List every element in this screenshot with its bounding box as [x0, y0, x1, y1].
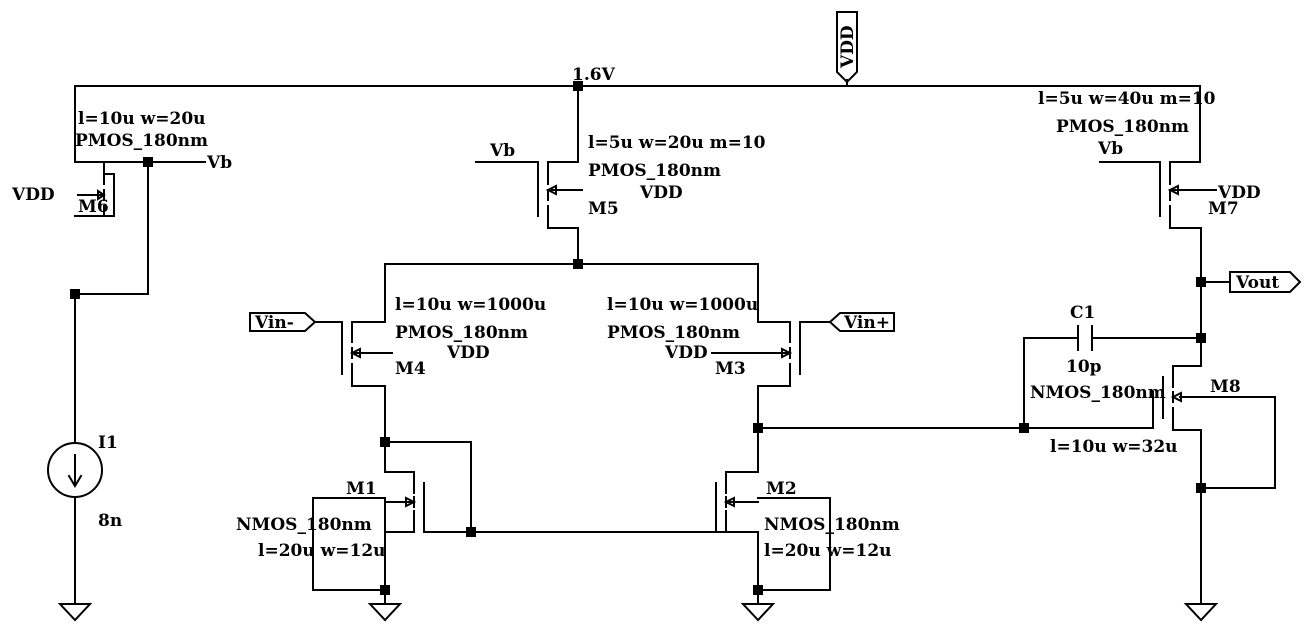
m5-bulk-arrow: [545, 184, 557, 196]
transistor-m2: [715, 482, 759, 533]
current-source-i1: [47, 442, 103, 498]
m4-size: l=10u w=1000u: [395, 295, 546, 315]
m8-bulk-arrow: [1170, 391, 1182, 403]
ground-symbols: [57, 597, 1219, 622]
m1-bulk-arrow: [405, 496, 417, 508]
vdd-voltage-label: 1.6V: [572, 65, 616, 85]
m3-name: M3: [715, 359, 746, 379]
m5-bulk: VDD: [639, 183, 683, 203]
m3-model: PMOS_180nm: [607, 323, 740, 343]
transistor-m8: [1152, 376, 1182, 419]
m6-bulk: VDD: [11, 185, 55, 205]
m1-name: M1: [346, 479, 377, 499]
m4-bulk: VDD: [446, 343, 490, 363]
transistor-m6: [74, 173, 115, 217]
i1-value: 8n: [98, 511, 122, 531]
m2-size: l=20u w=12u: [764, 541, 892, 561]
m7-model: PMOS_180nm: [1056, 117, 1189, 137]
m8-size: l=10u w=32u: [1050, 437, 1178, 457]
m4-bulk-arrow: [349, 347, 361, 359]
transistor-m5: [537, 173, 583, 217]
m4-name: M4: [395, 359, 426, 379]
transistor-m3: [711, 331, 801, 375]
m5-name: M5: [588, 199, 619, 219]
m7-bulk-arrow: [1167, 184, 1179, 196]
wires: [74, 79, 1276, 599]
transistor-m4: [341, 331, 393, 375]
vin-minus-label: Vin-: [254, 313, 294, 333]
m7-gate: Vb: [1097, 139, 1123, 159]
vdd-port: VDD: [836, 11, 858, 84]
m5-model: PMOS_180nm: [588, 161, 721, 181]
ground-icon: [740, 603, 776, 622]
m8-model: NMOS_180nm: [1030, 383, 1166, 403]
ground-icon: [57, 603, 93, 622]
vin-plus-port: Vin+: [828, 312, 895, 333]
ground-icon: [1183, 603, 1219, 622]
m5-gate: Vb: [489, 141, 515, 161]
m4-model: PMOS_180nm: [395, 323, 528, 343]
i1-name: I1: [98, 433, 118, 453]
vin-minus-port: Vin-: [249, 312, 317, 333]
m3-bulk-arrow: [781, 347, 793, 359]
transistor-m1: [384, 482, 425, 533]
vdd-port-label: VDD: [838, 25, 858, 69]
m3-size: l=10u w=1000u: [607, 295, 758, 315]
transistor-m7: [1159, 173, 1217, 217]
m7-size: l=5u w=40u m=10: [1038, 89, 1216, 109]
m2-name: M2: [766, 479, 797, 499]
m6-vb-label: Vb: [206, 153, 232, 173]
m3-bulk: VDD: [664, 343, 708, 363]
m6-bulk-arrow: [97, 189, 106, 201]
m6-model: PMOS_180nm: [75, 131, 208, 151]
c1-name: C1: [1070, 303, 1095, 323]
m7-bulk: VDD: [1217, 183, 1261, 203]
m6-size: l=10u w=20u: [78, 109, 206, 129]
m1-model: NMOS_180nm: [236, 515, 372, 535]
c1-value: 10p: [1066, 357, 1102, 377]
capacitor-c1: [1077, 325, 1093, 351]
m5-size: l=5u w=20u m=10: [588, 133, 766, 153]
vout-port: Vout: [1229, 271, 1302, 293]
junction-dots: [70, 81, 1206, 595]
m2-model: NMOS_180nm: [764, 515, 900, 535]
m1-size: l=20u w=12u: [258, 541, 386, 561]
m6-name: M6: [78, 197, 109, 217]
m2-bulk-arrow: [723, 496, 735, 508]
m8-name: M8: [1210, 377, 1241, 397]
vout-label: Vout: [1235, 273, 1279, 293]
vin-plus-label: Vin+: [843, 313, 890, 333]
ground-icon: [367, 603, 403, 622]
m7-name: M7: [1208, 199, 1239, 219]
